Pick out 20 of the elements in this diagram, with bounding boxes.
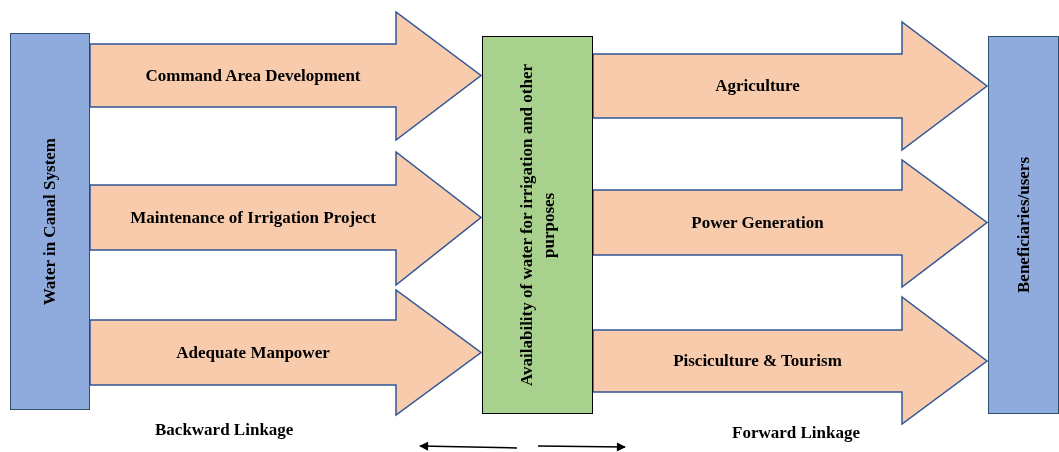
block-arrow [592,158,989,289]
vertical-box [10,33,90,410]
linkage-label: Forward Linkage [732,423,860,443]
edge-label: Maintenance of Irrigation Project [129,206,377,229]
block-arrow [592,295,989,426]
block-arrow [89,150,483,287]
linkage-label: Backward Linkage [155,420,294,440]
edge-label: Agriculture [714,75,801,97]
box-label: Water in Canal System [39,137,60,306]
block-arrow [89,288,483,417]
box-label: Availability of water for irrigation and other purposes [515,63,559,388]
vertical-box [988,36,1059,414]
edge-label: Power Generation [690,211,825,234]
edge-label: Pisciculture & Tourism [672,350,843,372]
block-arrow [592,20,989,152]
block-arrow [89,10,483,142]
edge-label: Command Area Development [144,64,362,87]
edge-label: Adequate Manpower [175,341,331,364]
box-label: Beneficiaries/users [1012,157,1034,293]
vertical-box [482,36,593,414]
